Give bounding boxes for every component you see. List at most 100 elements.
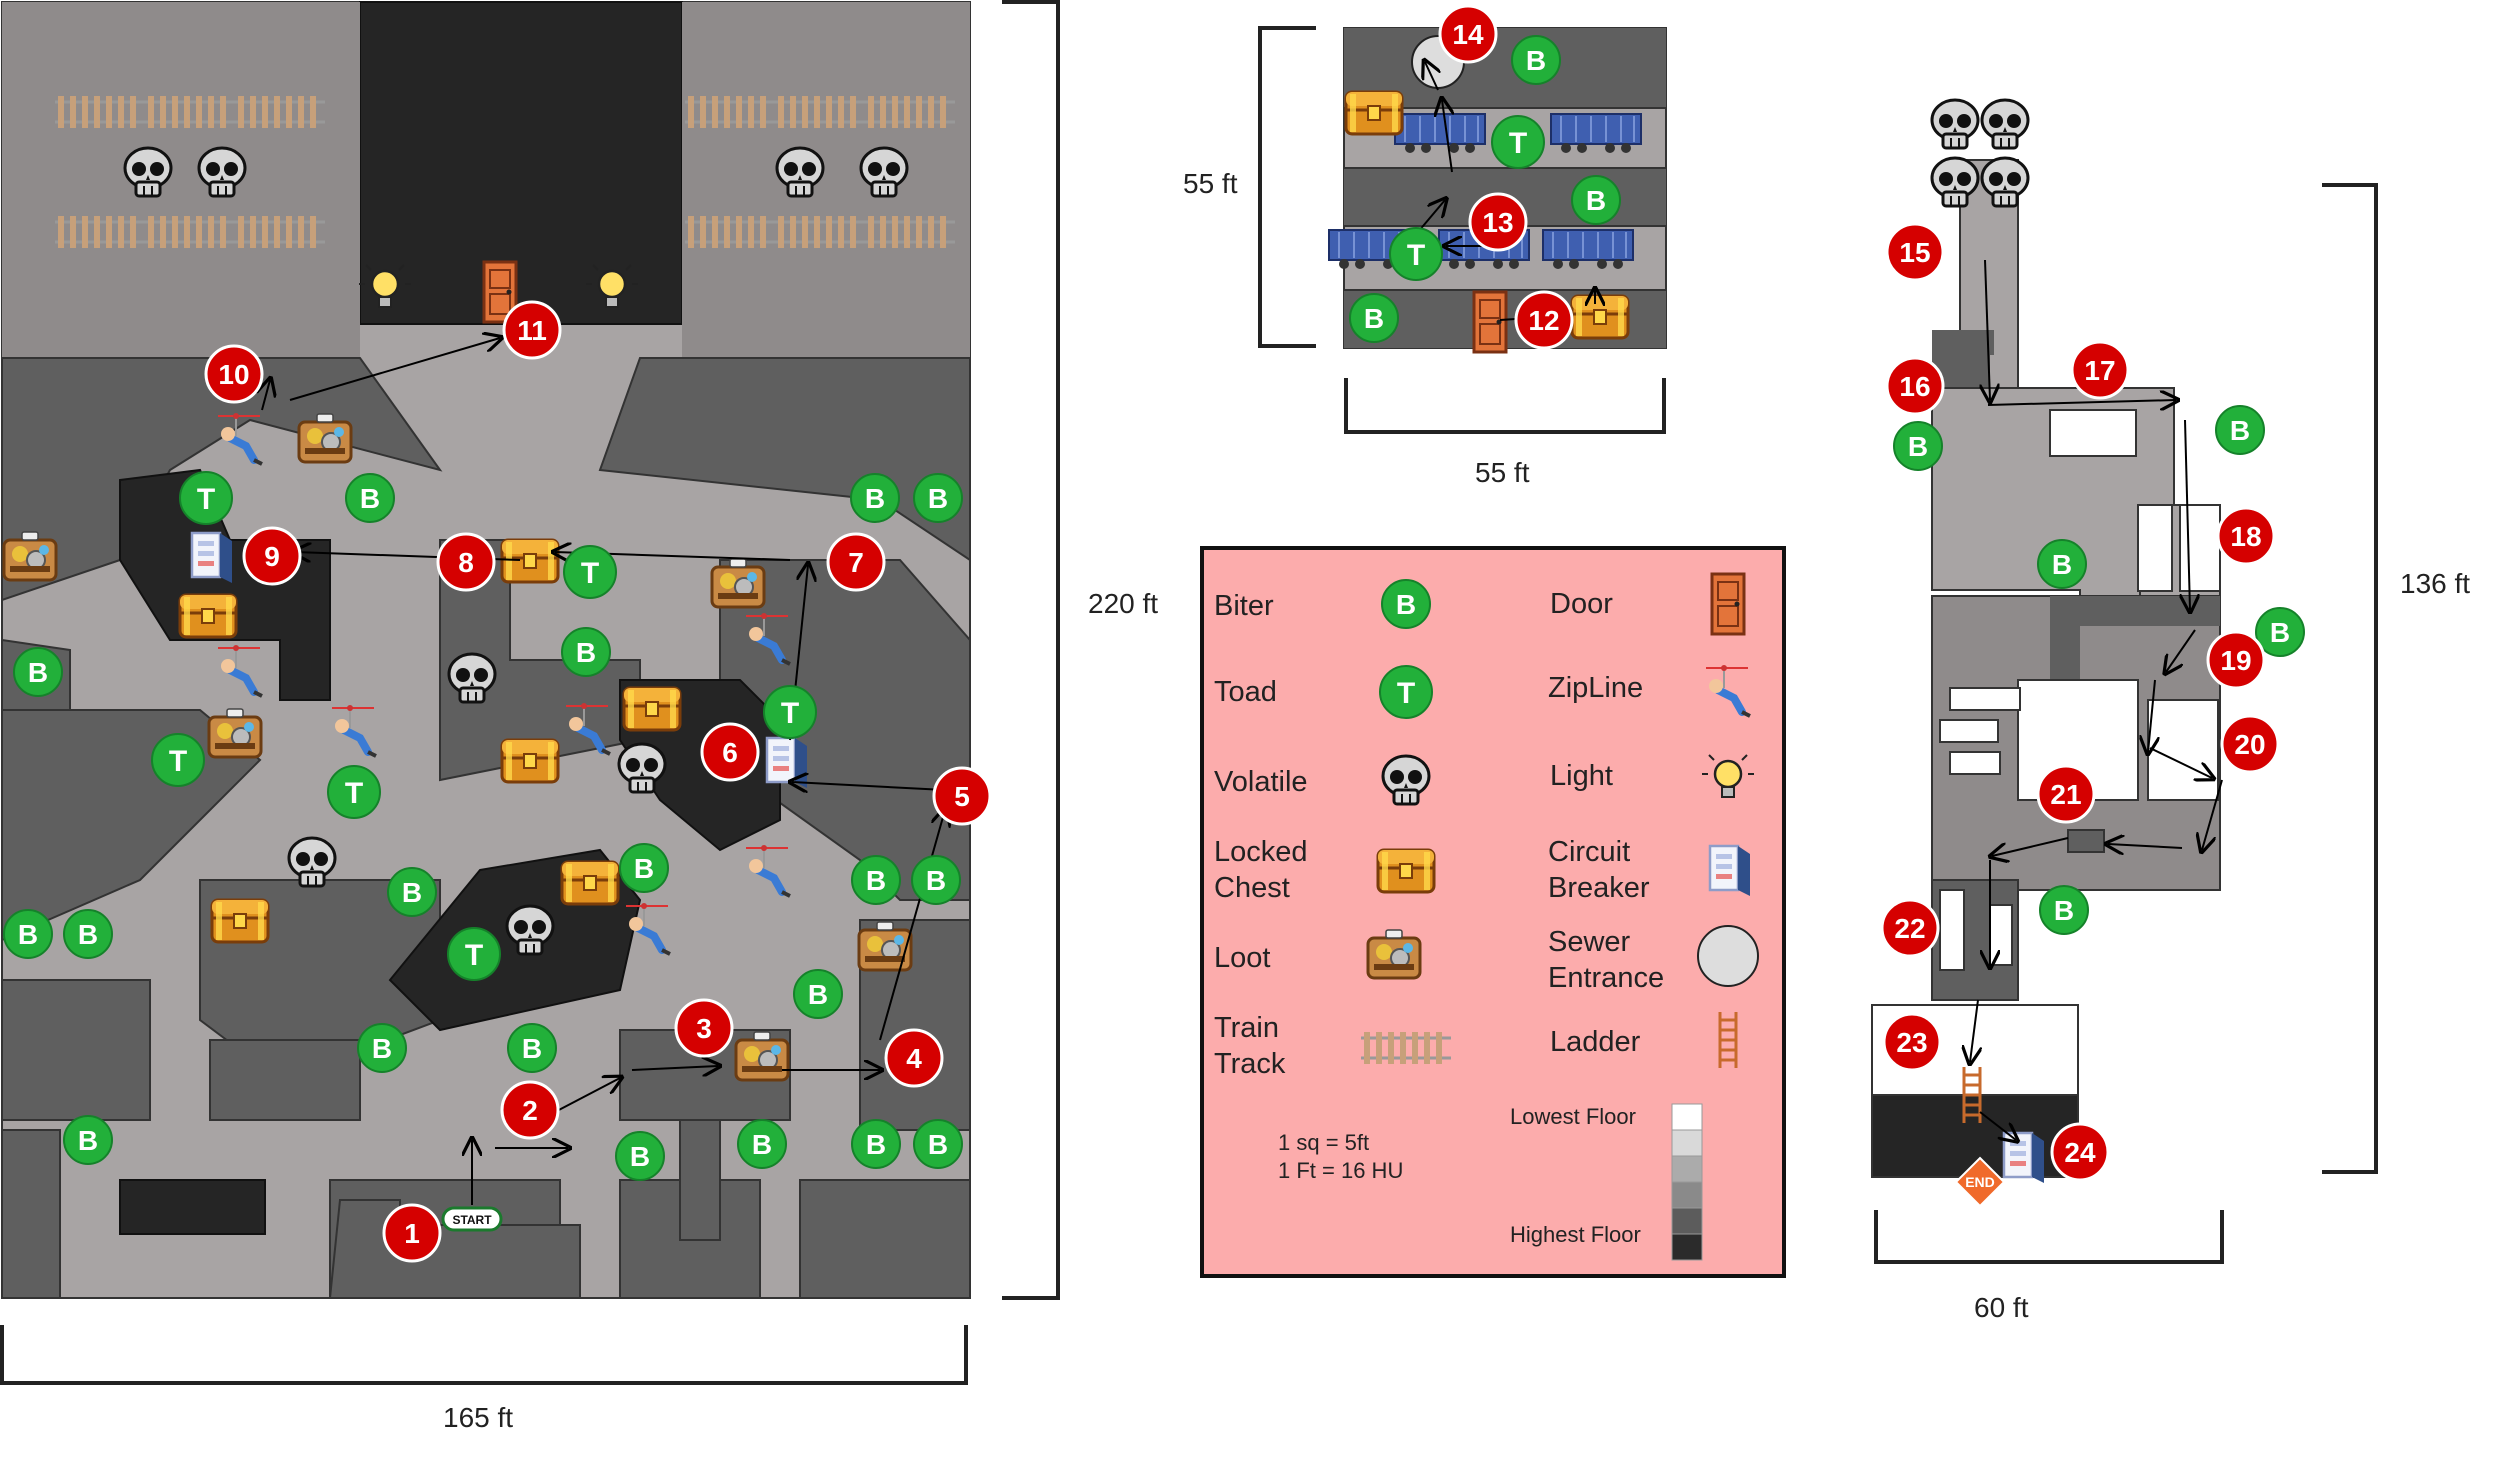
route-marker-20: 20 <box>2220 714 2280 774</box>
route-marker-circle <box>1885 222 1945 282</box>
route-marker-number: 23 <box>1896 1027 1927 1058</box>
right-dimension-brackets <box>1874 183 2378 1264</box>
route-marker-24: 24 <box>2050 1122 2110 1182</box>
svg-text:END: END <box>1965 1174 1995 1190</box>
legend-highest-floor: Highest Floor <box>1510 1222 1641 1247</box>
route-marker-circle <box>1882 1012 1942 1072</box>
route-marker-number: 12 <box>1528 305 1559 336</box>
route-marker-number: 18 <box>2230 521 2261 552</box>
legend-panel <box>1200 546 1786 1278</box>
end-badge: END <box>1954 1156 2006 1208</box>
route-marker-circle <box>242 526 302 586</box>
route-marker-circle <box>1880 898 1940 958</box>
route-marker-number: 3 <box>696 1013 712 1044</box>
route-marker-1: 1 <box>382 1203 442 1263</box>
route-marker-circle <box>2050 1122 2110 1182</box>
route-marker-circle <box>700 722 760 782</box>
legend-label-toad: Toad <box>1214 676 1277 708</box>
route-marker-number: 17 <box>2084 355 2115 386</box>
route-marker-number: 24 <box>2064 1137 2096 1168</box>
route-marker-number: 15 <box>1899 237 1930 268</box>
route-marker-6: 6 <box>700 722 760 782</box>
route-marker-19: 19 <box>2206 630 2266 690</box>
route-marker-14: 14 <box>1438 4 1498 64</box>
route-marker-21: 21 <box>2036 764 2096 824</box>
legend-scale-line1: 1 sq = 5ft <box>1278 1130 1370 1155</box>
route-marker-number: 21 <box>2050 779 2081 810</box>
route-marker-18: 18 <box>2216 506 2276 566</box>
route-marker-10: 10 <box>204 344 264 404</box>
legend-lowest-floor: Lowest Floor <box>1510 1104 1636 1129</box>
route-marker-number: 2 <box>522 1095 538 1126</box>
route-marker-circle <box>1514 290 1574 350</box>
route-marker-number: 19 <box>2220 645 2251 676</box>
route-marker-circle <box>2206 630 2266 690</box>
route-marker-11: 11 <box>502 300 562 360</box>
route-marker-number: 5 <box>954 781 970 812</box>
route-marker-number: 10 <box>218 359 249 390</box>
route-marker-number: 8 <box>458 547 474 578</box>
route-marker-9: 9 <box>242 526 302 586</box>
route-marker-circle <box>884 1028 944 1088</box>
route-marker-number: 20 <box>2234 729 2265 760</box>
legend-label-zipline: ZipLine <box>1548 672 1644 704</box>
legend-label-train-track: Train Track <box>1214 1012 1286 1080</box>
right-width-label: 60 ft <box>1974 1292 2029 1323</box>
right-height-label: 136 ft <box>2400 568 2471 599</box>
route-marker-17: 17 <box>2070 340 2130 400</box>
main-width-label: 165 ft <box>443 1402 514 1433</box>
route-marker-number: 6 <box>722 737 738 768</box>
route-marker-8: 8 <box>436 532 496 592</box>
route-marker-16: 16 <box>1885 356 1945 416</box>
route-marker-number: 7 <box>848 547 864 578</box>
svg-text:START: START <box>452 1213 492 1227</box>
legend-label-biter: Biter <box>1214 590 1274 622</box>
route-marker-circle <box>500 1080 560 1140</box>
route-marker-circle <box>204 344 264 404</box>
route-marker-number: 11 <box>517 315 547 346</box>
start-badge: START <box>441 1206 503 1232</box>
route-marker-circle <box>1438 4 1498 64</box>
route-marker-circle <box>2036 764 2096 824</box>
legend-label-ladder: Ladder <box>1550 1026 1641 1058</box>
route-marker-circle <box>382 1203 442 1263</box>
route-marker-2: 2 <box>500 1080 560 1140</box>
route-marker-number: 16 <box>1899 371 1930 402</box>
main-map: START <box>0 1 971 1299</box>
top-dimension-brackets <box>1258 26 1666 434</box>
route-marker-circle <box>502 300 562 360</box>
route-marker-number: 13 <box>1482 207 1513 238</box>
route-marker-7: 7 <box>826 532 886 592</box>
route-marker-circle <box>1885 356 1945 416</box>
legend-label-door: Door <box>1550 588 1613 620</box>
route-marker-circle <box>436 532 496 592</box>
route-marker-13: 13 <box>1468 192 1528 252</box>
route-marker-circle <box>826 532 886 592</box>
legend-label-volatile: Volatile <box>1214 766 1308 798</box>
route-marker-5: 5 <box>932 766 992 826</box>
route-marker-circle <box>2070 340 2130 400</box>
legend-label-light: Light <box>1550 760 1613 792</box>
legend-scale-line2: 1 Ft = 16 HU <box>1278 1158 1404 1183</box>
route-marker-22: 22 <box>1880 898 1940 958</box>
route-marker-circle <box>932 766 992 826</box>
main-height-label: 220 ft <box>1088 588 1159 619</box>
route-marker-4: 4 <box>884 1028 944 1088</box>
route-marker-circle <box>2220 714 2280 774</box>
route-marker-circle <box>2216 506 2276 566</box>
route-marker-number: 14 <box>1452 19 1484 50</box>
route-marker-number: 4 <box>906 1043 922 1074</box>
top-height-label: 55 ft <box>1183 168 1238 199</box>
route-marker-number: 1 <box>404 1218 420 1249</box>
route-marker-12: 12 <box>1514 290 1574 350</box>
floor-scale <box>1671 1103 1703 1261</box>
route-marker-23: 23 <box>1882 1012 1942 1072</box>
legend-label-loot: Loot <box>1214 942 1271 974</box>
route-marker-circle <box>674 998 734 1058</box>
legend-label-locked-chest: Locked Chest <box>1214 836 1308 904</box>
main-dimension-brackets <box>0 0 1060 1385</box>
top-width-label: 55 ft <box>1475 457 1530 488</box>
legend-label-circuit-breaker: Circuit Breaker <box>1548 836 1650 904</box>
route-marker-number: 22 <box>1894 913 1925 944</box>
